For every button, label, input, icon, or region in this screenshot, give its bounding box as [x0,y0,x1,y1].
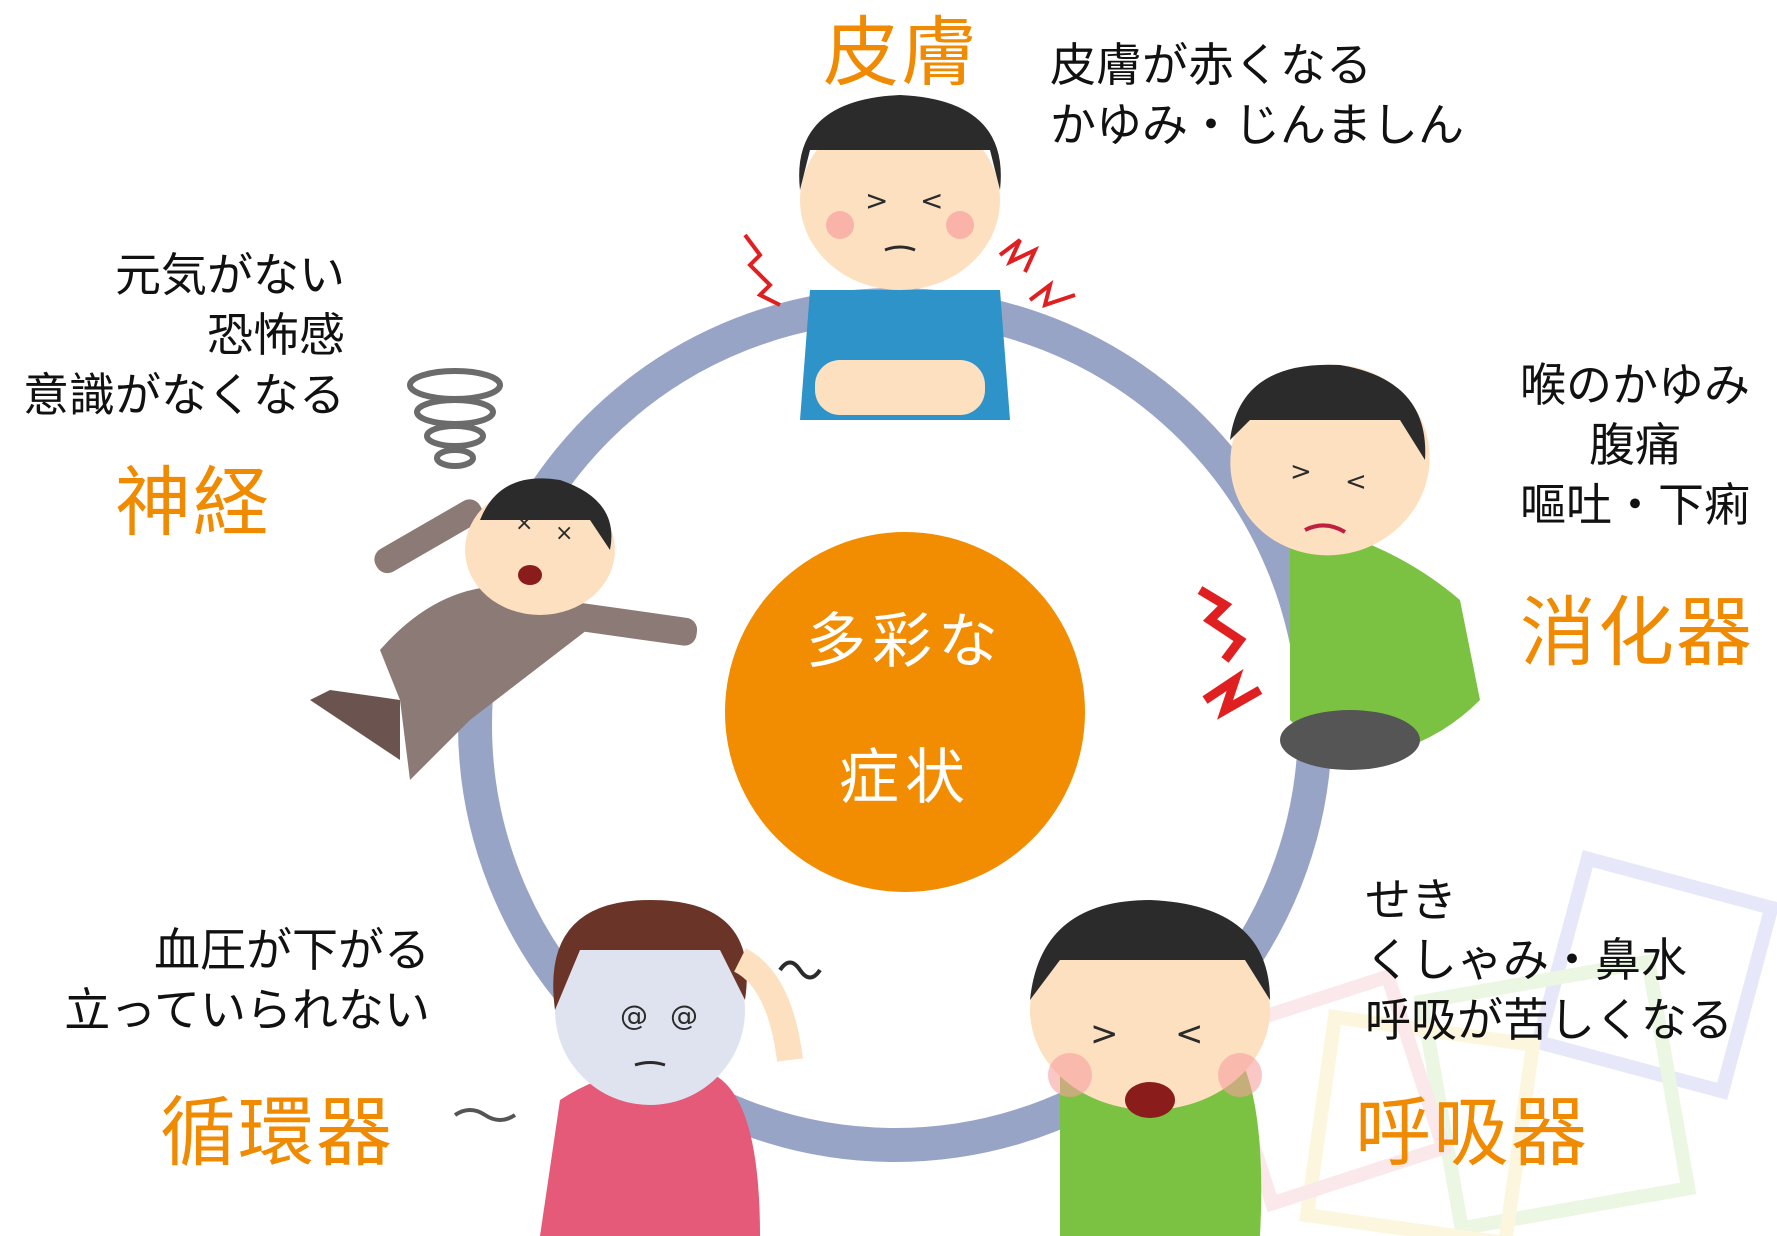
stomachache-boy-illustration: > < [1197,364,1480,770]
svg-text:>: > [1090,1014,1119,1054]
svg-text:×: × [515,511,533,536]
symptoms-respiratory: せき くしゃみ・鼻水 呼吸が苦しくなる [1365,870,1733,1050]
category-title-circulatory: 循環器 [160,1088,394,1177]
dizzy-woman-illustration: @ @ [453,900,822,1236]
fainted-boy-illustration: × × [310,368,698,780]
symptoms-skin: 皮膚が赤くなる かゆみ・じんましん [1050,35,1464,155]
symptom-respiratory-3: 呼吸が苦しくなる [1365,993,1733,1047]
symptoms-nerve: 元気がない 恐怖感 意識がなくなる [0,245,345,425]
symptom-skin-2: かゆみ・じんましん [1050,98,1464,152]
symptom-skin-1: 皮膚が赤くなる [1050,38,1372,92]
symptom-digestive-1: 喉のかゆみ [1520,358,1750,412]
center-label-line1: 多彩な [806,607,1004,677]
svg-text:×: × [555,521,573,546]
symptom-digestive-3: 嘔吐・下痢 [1520,478,1750,532]
svg-text:@: @ [620,999,648,1032]
symptoms-circulatory: 血圧が下がる 立っていられない [20,920,430,1040]
symptom-nerve-3: 意識がなくなる [23,368,345,422]
coughing-boy-illustration: > < [1030,900,1270,1236]
center-circle [725,532,1085,892]
svg-text:<: < [1345,467,1367,497]
symptoms-digestive: 喉のかゆみ 腹痛 嘔吐・下痢 [1500,355,1770,535]
symptom-respiratory-1: せき [1365,873,1457,927]
svg-text:>: > [865,184,888,217]
symptom-nerve-2: 恐怖感 [207,308,345,362]
category-title-respiratory: 呼吸器 [1355,1088,1589,1177]
itchy-boy-illustration: > < [743,95,1076,420]
symptom-digestive-2: 腹痛 [1589,418,1681,472]
symptom-circulatory-2: 立っていられない [64,983,430,1037]
symptom-nerve-1: 元気がない [115,248,345,302]
svg-text:>: > [1290,457,1312,487]
svg-text:<: < [1175,1014,1204,1054]
symptom-respiratory-2: くしゃみ・鼻水 [1365,933,1687,987]
symptom-circulatory-1: 血圧が下がる [154,923,430,977]
category-title-nerve: 神経 [115,458,271,547]
svg-text:@: @ [670,999,698,1032]
category-title-digestive: 消化器 [1520,588,1754,677]
category-title-skin: 皮膚 [823,8,979,97]
center-label-line2: 症状 [839,743,971,813]
svg-text:<: < [920,184,943,217]
